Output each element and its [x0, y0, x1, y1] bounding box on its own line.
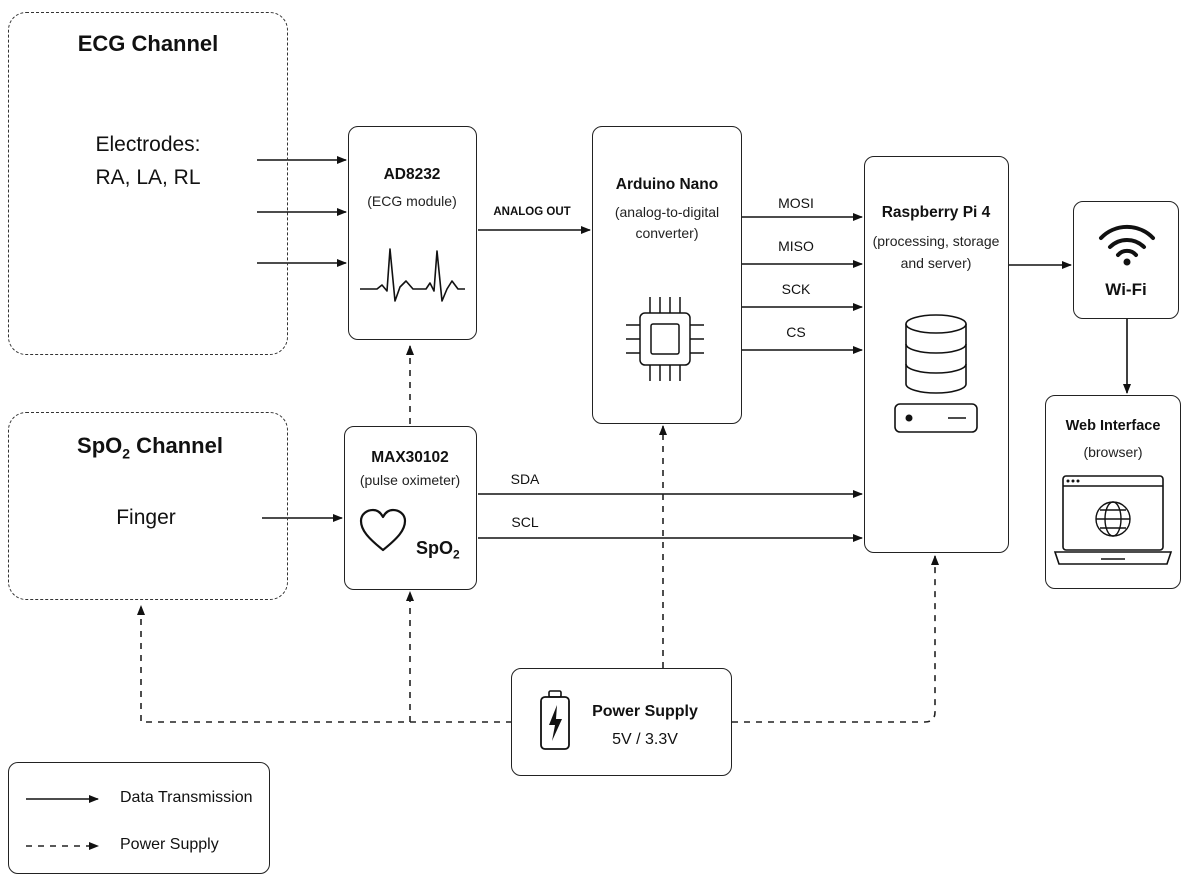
signal-sck-label: SCK — [781, 281, 811, 297]
analog-out-label: ANALOG OUT — [493, 206, 571, 218]
ecg-channel-box — [8, 12, 288, 355]
ad8232-box — [348, 126, 477, 340]
finger-label: Finger — [116, 506, 176, 529]
signal-sda-label: SDA — [510, 471, 540, 487]
power-supply-title: Power Supply — [592, 703, 698, 720]
max30102-box — [344, 426, 477, 590]
legend-power-supply: Power Supply — [120, 836, 219, 853]
raspberry-title: Raspberry Pi 4 — [881, 204, 991, 221]
laptop-browser-icon — [1053, 475, 1173, 565]
arduino-subtitle-line2: converter) — [635, 225, 699, 241]
electrodes-list: RA, LA, RL — [95, 166, 201, 189]
microchip-icon — [626, 297, 704, 381]
web-interface-subtitle: (browser) — [1083, 444, 1143, 460]
max30102-spo2-main: SpO — [416, 538, 454, 558]
raspberry-subtitle-line2: and server) — [900, 255, 972, 271]
web-interface-title: Web Interface — [1065, 418, 1161, 434]
signal-mosi-label: MOSI — [778, 195, 814, 211]
power-to-spo2-channel — [137, 605, 512, 723]
spo2-channel-title-rest: Channel — [130, 433, 223, 458]
raspberry-subtitle-line1: (processing, storage — [872, 233, 1000, 249]
wifi-label: Wi-Fi — [1105, 280, 1147, 299]
wifi-icon — [1099, 224, 1155, 266]
battery-icon — [540, 690, 570, 750]
ecg-waveform-icon — [360, 248, 465, 302]
spo2-channel-box — [8, 412, 288, 600]
legend-box — [8, 762, 270, 874]
max30102-subtitle: (pulse oximeter) — [359, 472, 461, 488]
power-to-raspberry — [732, 555, 939, 723]
spo2-channel-title: SpO2 Channel — [77, 433, 223, 461]
ad8232-subtitle: (ECG module) — [367, 193, 457, 209]
signal-scl-label: SCL — [511, 514, 539, 530]
arduino-nano-box — [592, 126, 742, 424]
max30102-title: MAX30102 — [371, 449, 449, 466]
database-server-icon — [894, 314, 978, 433]
heart-icon — [359, 508, 407, 552]
power-supply-voltage: 5V / 3.3V — [612, 731, 678, 748]
spo2-channel-title-sub: 2 — [122, 445, 131, 462]
arduino-subtitle-line1: (analog-to-digital — [614, 204, 720, 220]
arduino-title: Arduino Nano — [615, 176, 719, 193]
max30102-spo2-sub: 2 — [453, 547, 460, 562]
legend-symbols — [26, 795, 99, 850]
ecg-channel-title: ECG Channel — [77, 31, 219, 56]
signal-miso-label: MISO — [778, 238, 814, 254]
spo2-channel-title-main: SpO — [77, 433, 123, 458]
ad8232-title: AD8232 — [383, 166, 441, 183]
signal-cs-label: CS — [786, 324, 806, 340]
legend-data-transmission: Data Transmission — [120, 789, 253, 806]
max30102-spo2-label: SpO2 — [416, 538, 460, 562]
power-supply-box — [511, 668, 732, 776]
electrodes-label: Electrodes: — [95, 133, 201, 156]
